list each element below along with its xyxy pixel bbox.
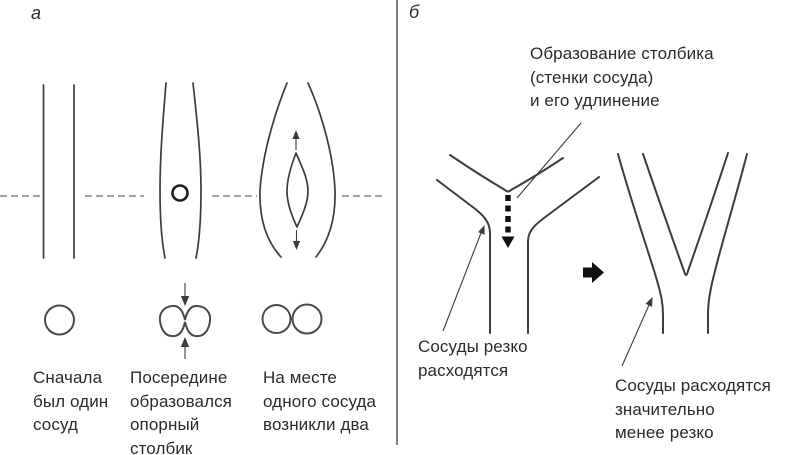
cross-section-single-circle xyxy=(44,304,75,336)
pillar-growth-dotted-arrow-icon xyxy=(501,195,515,248)
gentle-divergence-arrow-icon xyxy=(621,297,653,367)
panel-a-label: а xyxy=(31,3,42,23)
panel-a-drawing xyxy=(0,82,385,359)
annotation-pillar-formation: Образование столбика (стенки сосуда) и е… xyxy=(530,44,714,110)
compress-up-arrow-icon xyxy=(180,337,190,359)
panel-b-label: б xyxy=(409,2,420,22)
sharp-divergence-arrow-icon xyxy=(442,225,485,332)
extend-up-arrow-icon xyxy=(292,130,300,150)
y-junction-sharp xyxy=(436,154,600,334)
transform-right-arrow-icon xyxy=(583,262,604,283)
caption-pillar-forms: Посередине образовался опорный столбик xyxy=(130,368,232,455)
annotation-sharp-divergence: Сосуды резко расходятся xyxy=(418,337,528,380)
cross-section-pillar xyxy=(158,283,212,359)
panel-b-drawing xyxy=(436,122,748,367)
cross-section-two-circles xyxy=(261,303,323,335)
caption-single-vessel: Сначала был один сосуд xyxy=(33,368,109,434)
annotation-gentle-divergence: Сосуды расходятся значительно менее резк… xyxy=(615,376,771,442)
caption-two-vessels: На месте одного сосуда возникли два xyxy=(263,368,377,434)
extend-down-arrow-icon xyxy=(292,230,301,250)
lens-septum xyxy=(286,152,309,228)
compress-down-arrow-icon xyxy=(180,283,190,306)
vessel-single xyxy=(42,84,75,259)
pillar-circle-icon xyxy=(171,184,189,202)
y-junction-gentle xyxy=(617,152,748,334)
pillar-label-pointer-line xyxy=(516,122,582,199)
vessel-splitting xyxy=(259,82,336,258)
vessel-with-pillar xyxy=(159,82,202,259)
